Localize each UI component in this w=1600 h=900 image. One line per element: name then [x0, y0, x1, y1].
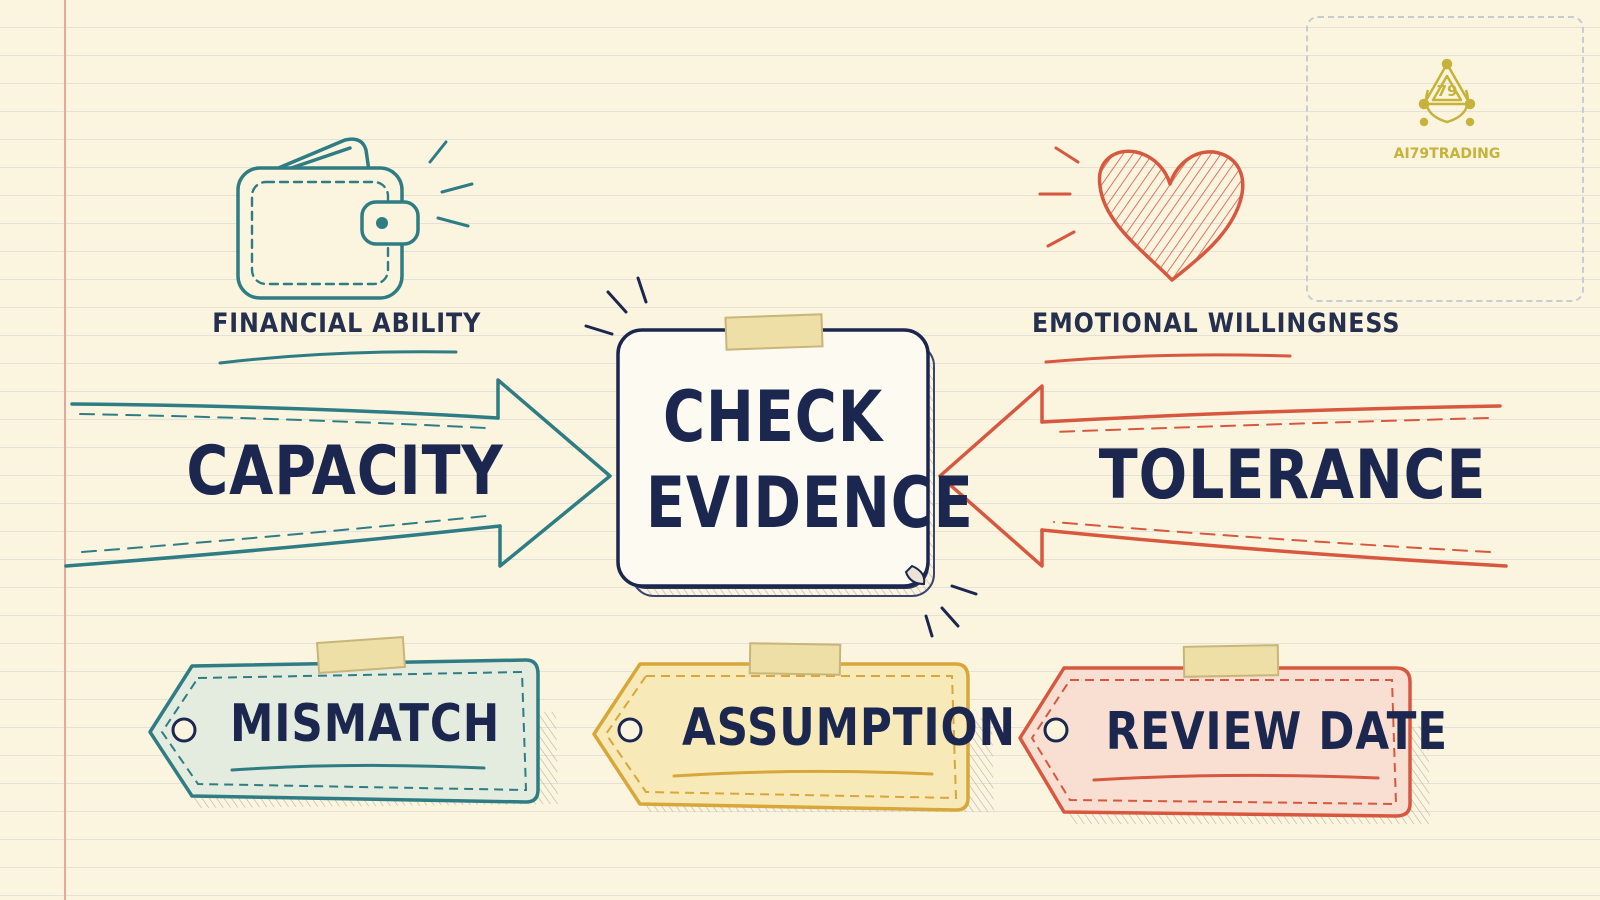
- logo-box: 79 AI79TRADING: [1306, 16, 1584, 302]
- review-date-label: REVIEW DATE: [1105, 702, 1448, 762]
- paper-tape-icon: [724, 313, 824, 351]
- tolerance-arrow: [938, 384, 1508, 568]
- heart-sparkle-lines: [1038, 146, 1080, 248]
- assumption-label: ASSUMPTION: [682, 698, 1016, 758]
- tag-assumption: [592, 642, 994, 812]
- logo-icon: 79: [1418, 58, 1476, 127]
- card-sparkle-lines: [584, 276, 978, 638]
- tag-mismatch: [148, 635, 558, 808]
- capacity-label: CAPACITY: [186, 432, 504, 511]
- heart-icon: [1097, 149, 1245, 282]
- check-evidence-card: [616, 328, 935, 597]
- center-line-1: CHECK: [662, 376, 884, 458]
- emotional-willingness-underline: [1044, 353, 1292, 364]
- wallet-icon: [236, 137, 420, 300]
- logo-text: AI79TRADING: [1393, 146, 1501, 162]
- capacity-arrow: [64, 378, 612, 568]
- logo-mark: 79: [1437, 82, 1458, 100]
- tag-review-date: [1018, 644, 1430, 824]
- center-line-2: EVIDENCE: [645, 462, 974, 544]
- emotional-willingness-label: EMOTIONAL WILLINGNESS: [1032, 308, 1401, 339]
- financial-ability-label: FINANCIAL ABILITY: [212, 308, 482, 339]
- notebook-margin-line: [64, 0, 66, 900]
- tolerance-label: TOLERANCE: [1098, 436, 1487, 515]
- financial-ability-underline: [218, 350, 458, 365]
- mismatch-label: MISMATCH: [230, 694, 501, 754]
- wallet-sparkle-lines: [428, 140, 474, 228]
